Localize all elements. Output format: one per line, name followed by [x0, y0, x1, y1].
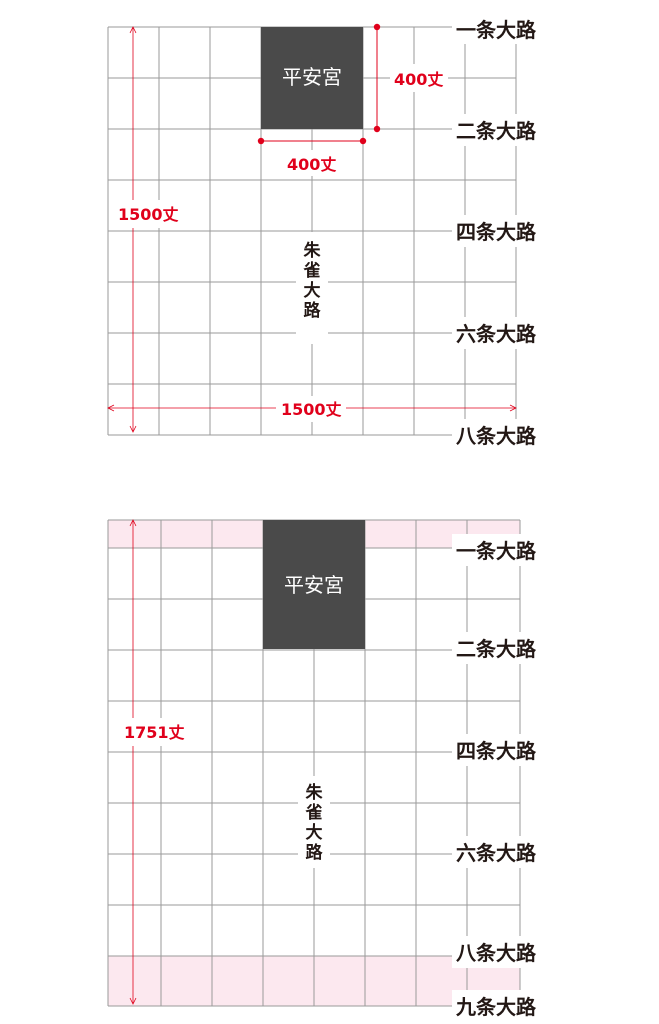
top-height-dim-label: 1500丈: [118, 205, 179, 224]
bottom-road-label: 八条大路: [456, 941, 537, 965]
top-road-label: 二条大路: [456, 119, 537, 143]
arrow-down-icon: [129, 997, 137, 1005]
palace-height-dim-label: 400丈: [394, 70, 443, 89]
dim-dot: [257, 137, 265, 145]
arrow-up-icon: [129, 519, 137, 527]
dim-dot: [359, 137, 367, 145]
arrow-left-icon: [107, 404, 115, 412]
top-avenue-char: 路: [304, 300, 322, 321]
arrow-right-icon: [509, 404, 517, 412]
top-avenue-char: 大: [304, 280, 321, 301]
dim-dot: [373, 125, 381, 133]
bottom-avenue-char: 雀: [305, 803, 323, 823]
arrow-down-icon: [129, 425, 137, 433]
top-map: 平安宮 朱 雀 大 路 一条大路 二条大路 四条大路 六条大路 八条大路: [107, 12, 554, 451]
bottom-road-label: 四条大路: [456, 739, 537, 763]
top-dimensions: 400丈 400丈 1500丈 1500丈: [107, 23, 517, 433]
bottom-road-label: 二条大路: [456, 637, 537, 661]
bottom-avenue-char: 大: [306, 822, 323, 843]
arrow-up-icon: [129, 26, 137, 34]
top-road-label: 一条大路: [456, 18, 537, 42]
top-width-dim-label: 1500丈: [281, 400, 342, 419]
bottom-palace-block: [263, 520, 365, 649]
bottom-avenue-gap: [298, 776, 330, 868]
bottom-road-label: 六条大路: [456, 841, 537, 865]
top-road-label: 六条大路: [456, 322, 537, 346]
top-palace-label: 平安宮: [282, 65, 342, 89]
palace-width-dim-label: 400丈: [287, 155, 336, 174]
bottom-avenue-char: 朱: [306, 782, 324, 803]
bottom-road-labels: 一条大路 二条大路 四条大路 六条大路 八条大路 九条大路: [452, 534, 554, 1022]
top-avenue-char: 雀: [303, 261, 321, 281]
top-avenue-char: 朱: [304, 240, 322, 261]
bottom-road-label: 九条大路: [455, 995, 537, 1019]
bottom-dimensions: 1751丈: [120, 519, 188, 1005]
top-road-label: 四条大路: [456, 220, 537, 244]
dim-dot: [373, 23, 381, 31]
bottom-palace-label: 平安宮: [284, 573, 344, 597]
top-road-label: 八条大路: [456, 424, 537, 448]
bottom-map: 平安宮 朱 雀 大 路 一条大路 二条大路 四条大路 六条大路 八条大路 九条大…: [107, 519, 554, 1022]
top-avenue-label: 朱 雀 大 路: [303, 240, 322, 321]
top-road-labels: 一条大路 二条大路 四条大路 六条大路 八条大路: [452, 12, 554, 451]
bottom-road-label: 一条大路: [456, 539, 537, 563]
bottom-avenue-label: 朱 雀 大 路: [305, 782, 324, 863]
top-avenue-gap: [296, 232, 328, 344]
bottom-height-dim-label: 1751丈: [124, 723, 185, 742]
bottom-avenue-char: 路: [306, 842, 324, 863]
top-palace-block: [261, 27, 363, 129]
